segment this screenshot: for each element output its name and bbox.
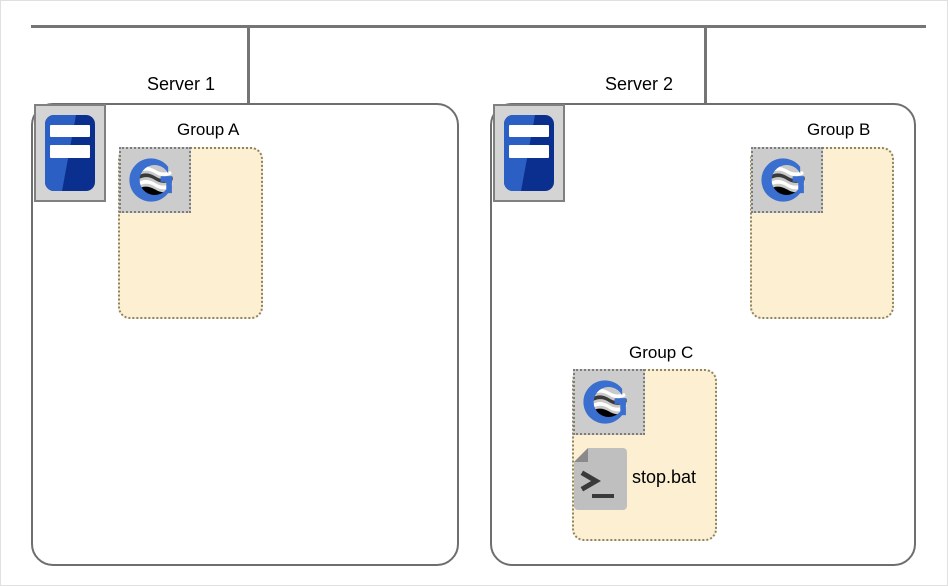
server-icon[interactable] — [493, 104, 565, 202]
drop-line-server-1 — [247, 27, 250, 105]
server-1-label: Server 1 — [147, 74, 216, 94]
network-bus-line — [31, 25, 926, 28]
stop-bat-label: stop.bat — [632, 467, 697, 487]
drop-line-server-2 — [704, 27, 707, 105]
server-2-label: Server 2 — [605, 74, 674, 94]
group-c-label: Group C — [629, 343, 694, 362]
bat-file-icon[interactable] — [574, 448, 627, 510]
server-2-container[interactable] — [490, 103, 916, 566]
server-bar-top — [49, 124, 91, 138]
group-b-label: Group B — [807, 120, 871, 139]
glassfish-instance-icon[interactable] — [119, 147, 191, 213]
glassfish-instance-icon[interactable] — [751, 147, 823, 213]
server-1-container[interactable] — [31, 103, 459, 566]
server-icon[interactable] — [34, 104, 106, 202]
server-bar-bottom — [49, 145, 91, 158]
server-bar-bottom — [508, 145, 550, 158]
glassfish-instance-icon[interactable] — [573, 369, 645, 435]
server-bar-top — [508, 124, 550, 138]
group-a-label: Group A — [177, 120, 240, 139]
